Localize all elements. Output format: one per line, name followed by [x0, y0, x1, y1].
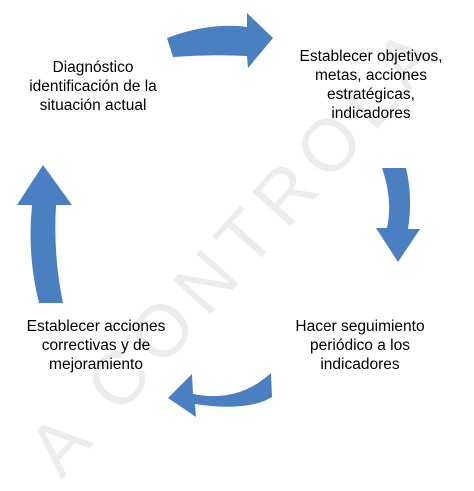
arrow-right	[376, 168, 420, 262]
step-line: mejoramiento	[49, 356, 143, 373]
step-diagnostico: Diagnóstico identificación de la situaci…	[18, 58, 168, 115]
step-line: correctivas y de	[41, 337, 151, 354]
step-line: indicadores	[320, 356, 400, 373]
step-line: Diagnóstico	[52, 59, 134, 76]
step-line: situación actual	[39, 97, 147, 114]
step-line: estratégicas,	[327, 86, 415, 103]
step-line: periódico a los	[310, 337, 410, 354]
arrow-left	[17, 165, 72, 303]
arrow-bottom	[168, 373, 272, 417]
step-acciones-correctivas: Establecer acciones correctivas y de mej…	[16, 317, 176, 374]
cycle-diagram: A CONTROLA Diagnóstico identificación de…	[12, 6, 466, 490]
cycle-arrows	[17, 13, 420, 417]
step-seguimiento: Hacer seguimiento periódico a los indica…	[266, 317, 454, 374]
step-line: Establecer acciones	[26, 318, 166, 335]
step-line: Establecer objetivos,	[299, 48, 443, 65]
step-line: indicadores	[331, 105, 411, 122]
step-line: identificación de la	[29, 78, 157, 95]
step-line: metas, acciones	[315, 67, 427, 84]
step-line: Hacer seguimiento	[295, 318, 425, 335]
arrow-top	[167, 13, 273, 68]
step-establecer-objetivos: Establecer objetivos, metas, acciones es…	[276, 47, 466, 123]
